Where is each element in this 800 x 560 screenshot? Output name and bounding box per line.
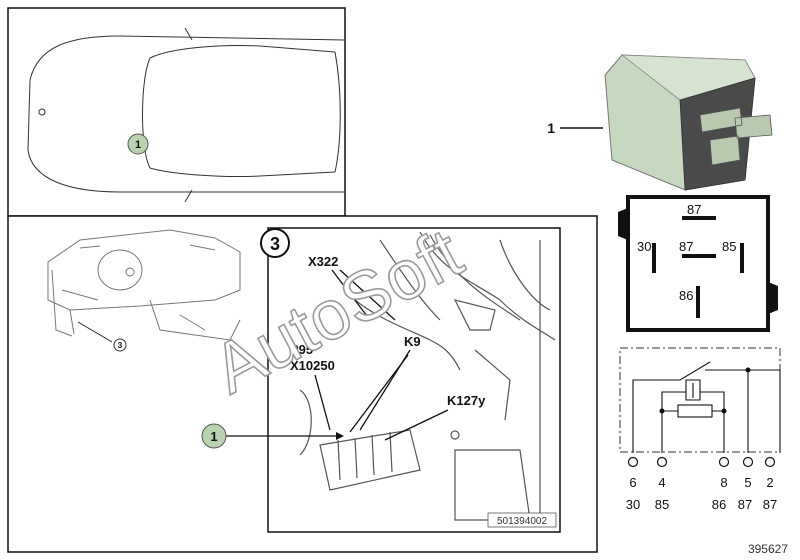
relay-pinout: 87 30 87 85 86: [618, 195, 778, 332]
engine-bay-sketch: [299, 231, 556, 521]
relay-part-number: 1: [547, 120, 555, 136]
image-number: 395627: [748, 542, 788, 556]
callout-engine-bay: 1: [201, 423, 227, 449]
relay-part: 1: [547, 54, 773, 191]
car-location-panel: 1: [7, 7, 346, 217]
pinout-bottom: 86: [679, 288, 693, 303]
pin-number-5: 2: [766, 475, 773, 490]
label-k127y: K127y: [447, 393, 486, 408]
terminal-3: 86: [712, 497, 726, 512]
svg-text:3: 3: [270, 234, 280, 254]
car-outline: [27, 27, 346, 203]
label-k9: K9: [404, 334, 421, 349]
pinout-left: 30: [637, 239, 651, 254]
location-panel: 3 3 X322 P95 X10250: [7, 215, 598, 553]
label-x10250: X10250: [290, 358, 335, 373]
relay-schematic: 6 4 8 5 2 30 85 86 87 87: [619, 347, 781, 512]
callout-dashboard-ref: 3: [113, 338, 127, 352]
svg-text:3: 3: [118, 341, 123, 350]
engine-bay-detail: 3 X322 P95 X10250 K9 K127y 501394002: [226, 227, 561, 533]
terminal-4: 87: [738, 497, 752, 512]
dashboard-sketch: [47, 229, 241, 341]
pin-number-3: 8: [720, 475, 727, 490]
photo-code: 501394002: [497, 516, 547, 527]
terminal-2: 85: [655, 497, 669, 512]
pinout-top: 87: [687, 202, 701, 217]
label-x322: X322: [308, 254, 338, 269]
label-p95: P95: [290, 342, 313, 357]
pinout-right: 85: [722, 239, 736, 254]
terminal-5: 87: [763, 497, 777, 512]
pin-number-2: 4: [658, 475, 665, 490]
callout-car: 1: [127, 133, 149, 155]
leader-lines: [226, 269, 449, 441]
pinout-center: 87: [679, 239, 693, 254]
pin-number-4: 5: [744, 475, 751, 490]
terminal-1: 30: [626, 497, 640, 512]
pin-number-1: 6: [629, 475, 636, 490]
svg-text:1: 1: [210, 429, 217, 444]
svg-text:1: 1: [135, 139, 141, 151]
